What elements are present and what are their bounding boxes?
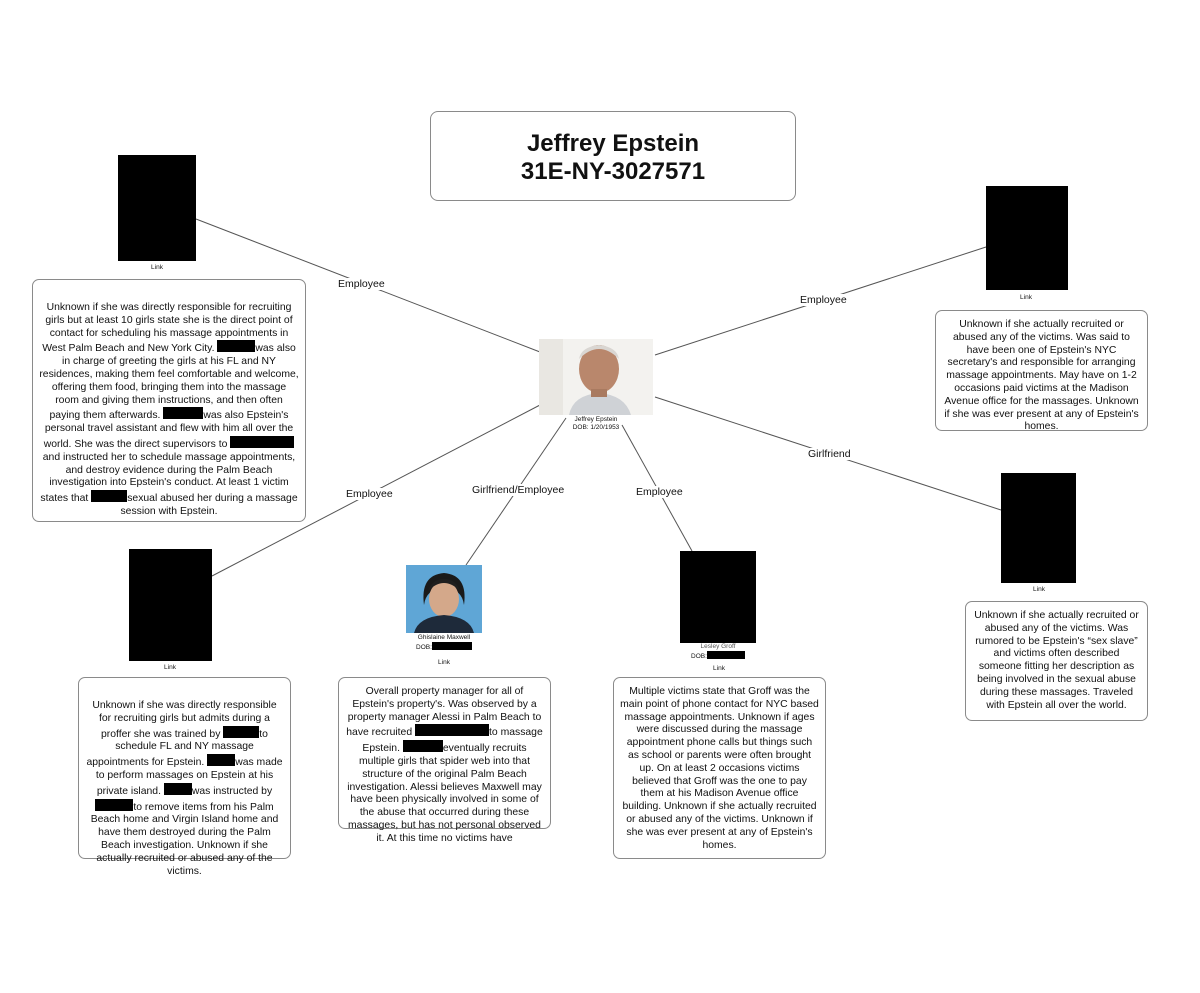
description-box-maxwell: Overall property manager for all of Epst… [338, 677, 551, 844]
relation-label-right: Girlfriend [806, 448, 853, 460]
description-box-top-right: Unknown if she actually recruited or abu… [935, 310, 1148, 433]
desc-bottom-left-p2: to schedule FL and NY massage appointmen… [86, 728, 268, 769]
center-caption-name: Jeffrey Epstein [574, 416, 618, 423]
relation-label-top-left: Employee [336, 278, 387, 290]
node-link-groff[interactable]: Link [713, 665, 725, 672]
redaction-bar [402, 740, 443, 753]
redaction-bar [431, 642, 472, 650]
redacted-photo-bottom-left [129, 549, 212, 661]
groff-caption-name: Lesley Groff [700, 643, 736, 650]
redacted-photo-top-right [986, 186, 1068, 290]
relation-label-bottom-left: Employee [344, 488, 395, 500]
maxwell-portrait [406, 565, 482, 633]
redaction-bar [415, 724, 490, 737]
center-portrait [539, 339, 653, 415]
relation-label-top-right: Employee [798, 294, 849, 306]
desc-top-left-p1: Unknown if she was directly responsible … [42, 302, 293, 355]
node-link-top-right[interactable]: Link [1020, 294, 1032, 301]
desc-right-p1: Unknown if she actually recruited or abu… [974, 610, 1139, 711]
node-link-right[interactable]: Link [1033, 586, 1045, 593]
maxwell-caption-name: Ghislaine Maxwell [417, 634, 471, 641]
desc-maxwell-p3: eventually recruits multiple girls that … [347, 743, 542, 844]
relation-label-groff: Employee [634, 486, 685, 498]
redaction-bar [230, 435, 295, 448]
groff-dob-label: DOB: [691, 653, 707, 660]
center-photo [539, 339, 653, 415]
description-box-bottom-left: Unknown if she was directly responsible … [78, 677, 291, 877]
description-box-right: Unknown if she actually recruited or abu… [965, 601, 1148, 721]
description-box-groff: Multiple victims state that Groff was th… [613, 677, 826, 859]
redaction-bar [91, 490, 128, 503]
desc-bottom-left-p5: to remove items from his Palm Beach home… [90, 801, 279, 877]
desc-top-left-p5: sexual abused her during a massage sessi… [120, 493, 298, 517]
description-box-top-left: Unknown if she was directly responsible … [32, 279, 306, 522]
desc-bottom-left-p1: Unknown if she was directly responsible … [92, 700, 277, 740]
maxwell-caption-dob: DOB: [404, 642, 484, 652]
desc-groff-p1: Multiple victims state that Groff was th… [620, 686, 819, 851]
desc-maxwell-p2: to massage Epstein. [362, 727, 543, 755]
desc-maxwell-p1: Overall property manager for all of Epst… [346, 686, 542, 739]
groff-caption-dob: DOB: [678, 651, 758, 661]
redaction-bar [217, 340, 256, 353]
desc-top-left-p4: and instructed her to schedule massage a… [40, 451, 296, 505]
case-number: 31E-NY-3027571 [520, 158, 706, 185]
node-link-bottom-left[interactable]: Link [164, 664, 176, 671]
maxwell-photo [406, 565, 482, 633]
redaction-bar [163, 407, 204, 420]
case-title-box: Jeffrey Epstein 31E-NY-3027571 [430, 111, 796, 201]
desc-bottom-left-p3: was made to perform massages on Epstein … [95, 757, 283, 797]
redaction-bar [706, 651, 745, 659]
case-name: Jeffrey Epstein [526, 130, 700, 157]
desc-top-right-p1: Unknown if she actually recruited or abu… [944, 319, 1139, 433]
node-link-top-left[interactable]: Link [151, 264, 163, 271]
desc-top-left-p2: was also in charge of greeting the girls… [39, 343, 299, 422]
desc-top-left-p3: was also Epstein's personal travel assis… [43, 410, 294, 450]
redaction-bar [95, 798, 134, 811]
node-link-maxwell[interactable]: Link [438, 659, 450, 666]
maxwell-dob-label: DOB: [416, 644, 432, 651]
redacted-photo-top-left [118, 155, 196, 261]
redaction-bar [223, 725, 260, 738]
redaction-bar [163, 782, 192, 795]
center-caption-dob: DOB: 1/20/1953 [572, 424, 620, 431]
redacted-photo-groff [680, 551, 756, 643]
redaction-bar [207, 754, 236, 767]
redacted-photo-right [1001, 473, 1076, 583]
desc-bottom-left-p4: was instructed by [191, 785, 273, 797]
relation-label-maxwell: Girlfriend/Employee [470, 484, 567, 496]
